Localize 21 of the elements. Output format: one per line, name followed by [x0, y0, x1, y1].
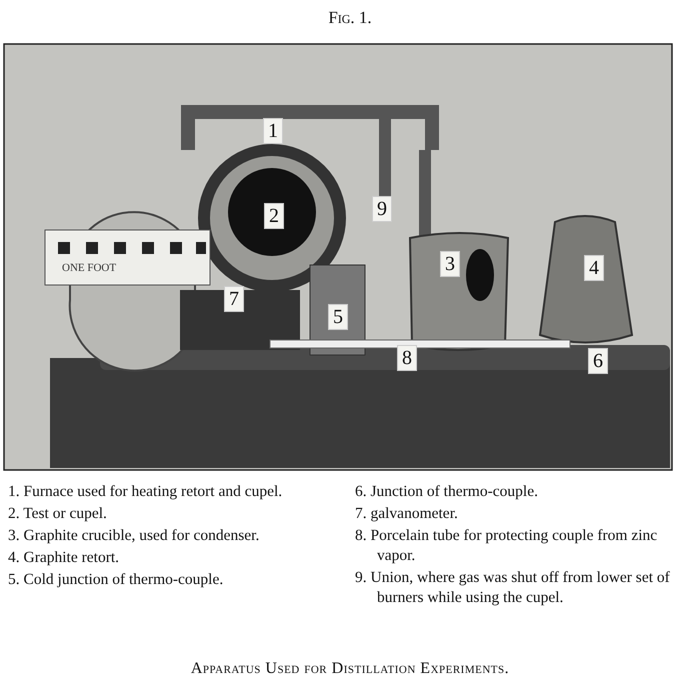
callout-number: 5 — [328, 304, 348, 330]
callout-number: 6 — [588, 348, 608, 374]
list-item: 3. Graphite crucible, used for condenser. — [8, 526, 260, 546]
list-item: 6. Junction of thermo-couple. — [355, 482, 539, 502]
list-item: 2. Test or cupel. — [8, 504, 108, 524]
ruler-label: ONE FOOT — [62, 262, 116, 274]
list-item: 1. Furnace used for heating retort and cupel. — [8, 482, 284, 502]
callout-number: 3 — [440, 251, 460, 277]
callout-number: 8 — [397, 345, 417, 371]
list-item: 8. Porcelain tube for protecting couple from zinc vapor. — [355, 526, 658, 566]
callout-number: 2 — [264, 203, 284, 229]
list-item: 7. galvanometer. — [355, 504, 459, 524]
callout-number: 9 — [372, 196, 392, 222]
list-item: 4. Graphite retort. — [8, 548, 120, 568]
list-item: 9. Union, where gas was shut off from lower set of burners while using the cupel. — [355, 568, 671, 608]
figure-caption: Apparatus Used for Distillation Experiments. — [190, 660, 510, 678]
figure-title: Fig. 1. — [327, 8, 373, 28]
callout-number: 4 — [584, 255, 604, 281]
callout-number: 7 — [224, 286, 244, 312]
list-item: 5. Cold junction of thermo-couple. — [8, 570, 224, 590]
callout-number: 1 — [263, 118, 283, 144]
